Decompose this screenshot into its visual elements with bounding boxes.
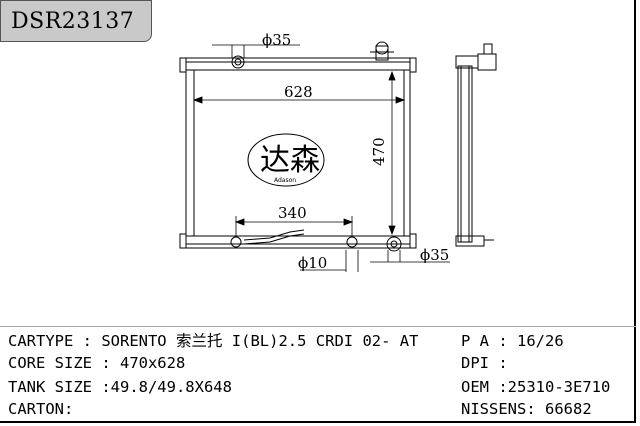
left-bottom-bracket <box>179 233 187 249</box>
spec-separator <box>0 326 636 327</box>
logo-ellipse <box>247 133 325 187</box>
drain-plug <box>230 236 242 248</box>
outlet-pipe <box>386 236 402 252</box>
height-label: 470 <box>370 137 388 166</box>
cartype-field: CARTYPE : SORENTO 索兰托 I(BL)2.5 CRDI 02- … <box>8 332 419 350</box>
side-view-cap <box>477 53 497 71</box>
nissens-field: NISSENS: 66682 <box>461 400 592 418</box>
outlet-dia-label: ϕ35 <box>420 246 449 264</box>
filler-neck <box>375 45 389 61</box>
lower-hose <box>243 229 305 241</box>
lower-fitting <box>346 236 358 248</box>
oem-field: OEM :25310-3E710 <box>461 378 611 396</box>
side-view-bottom-tank <box>455 235 485 247</box>
radiator-outline <box>185 57 411 249</box>
right-top-bracket <box>409 57 417 73</box>
width-label: 628 <box>284 83 313 101</box>
tank-size-field: TANK SIZE :49.8/49.8X648 <box>8 378 232 396</box>
pa-field: P A : 16/26 <box>461 332 564 350</box>
carton-field: CARTON: <box>8 400 74 418</box>
bottom-tank <box>185 235 411 245</box>
logo-latin: Adason <box>274 177 296 184</box>
side-view-body <box>457 65 473 243</box>
inlet-pipe <box>231 55 245 69</box>
inlet-dia-label: ϕ35 <box>262 31 291 49</box>
filler-cap <box>375 41 389 55</box>
lower-span-label: 340 <box>278 204 307 222</box>
core-size-field: CORE SIZE : 470x628 <box>8 354 186 372</box>
logo-chinese: 达森 <box>260 143 320 178</box>
top-tank <box>185 61 411 71</box>
sheet-id-tab: DSR23137 <box>0 0 152 42</box>
drain-dia-label: ϕ10 <box>298 254 327 272</box>
dpi-field: DPI : <box>461 354 508 372</box>
right-bottom-bracket <box>409 233 417 249</box>
left-top-bracket <box>179 57 187 73</box>
